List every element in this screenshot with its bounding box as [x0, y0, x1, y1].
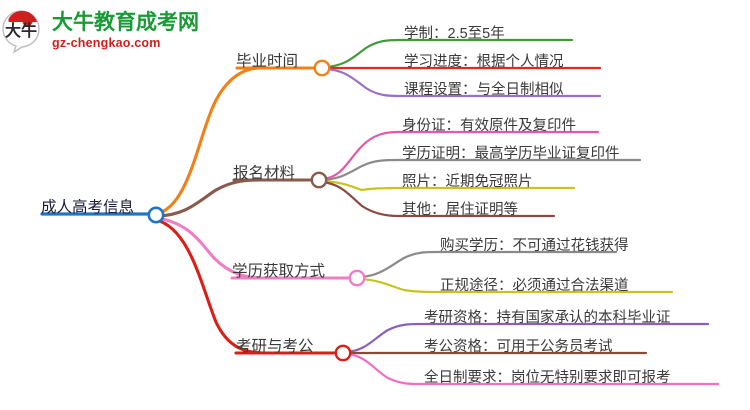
mindmap-branch-label-1[interactable]: 报名材料 [233, 165, 296, 182]
node-root[interactable] [147, 206, 165, 224]
mindmap-leaf-label-0-1[interactable]: 学习进度：根据个人情况 [404, 54, 564, 70]
connector-branch-1-child-3 [320, 180, 556, 218]
logo-text-block: 大牛教育成考网 gz-chengkao.com [52, 12, 199, 50]
mindmap-leaf-label-3-2[interactable]: 全日制要求：岗位无特别要求即可报考 [424, 370, 671, 386]
mindmap-leaf-label-1-0[interactable]: 身份证：有效原件及复印件 [402, 118, 576, 134]
connector-root-to-branch-0 [154, 66, 324, 216]
mindmap-branch-label-0[interactable]: 毕业时间 [236, 53, 299, 70]
mindmap-leaf-label-2-0[interactable]: 购买学历：不可通过花钱获得 [440, 238, 629, 254]
logo-domain: gz-chengkao.com [52, 36, 161, 51]
mindmap-branch-label-2[interactable]: 学历获取方式 [232, 263, 326, 280]
connector-branch-0-child-2 [323, 67, 602, 98]
mindmap-root-label[interactable]: 成人高考信息 [41, 199, 135, 216]
mindmap-leaf-label-3-1[interactable]: 考公资格：可用于公务员考试 [424, 339, 613, 355]
mindmap-leaf-label-3-0[interactable]: 考研资格：持有国家承认的本科毕业证 [424, 310, 671, 326]
mindmap-leaf-label-1-1[interactable]: 学历证明：最高学历毕业证复印件 [402, 146, 620, 162]
connector-branch-3-child-0 [344, 322, 710, 354]
node-branch-1[interactable] [310, 171, 328, 189]
connector-branch-2-child-0 [358, 250, 618, 279]
connector-branch-1-child-0 [320, 130, 600, 181]
svg-text:大牛: 大牛 [5, 21, 37, 40]
logo-mark-svg: 大牛 [2, 10, 40, 54]
logo-mark-icon: 大牛 [0, 8, 46, 54]
connector-branch-3-child-2 [344, 352, 720, 386]
site-logo: 大牛 大牛教育成考网 gz-chengkao.com [0, 0, 210, 62]
node-branch-2[interactable] [348, 269, 366, 287]
connector-branch-1-child-2 [320, 179, 576, 192]
connector-branch-0-child-0 [323, 38, 574, 69]
connector-branch-1-child-1 [320, 158, 642, 182]
connector-branch-2-child-1 [358, 277, 674, 294]
connector-root-to-branch-1 [154, 178, 321, 218]
mindmap-leaf-label-1-2[interactable]: 照片：近期免冠照片 [402, 174, 533, 190]
mindmap-leaf-label-2-1[interactable]: 正规途径：必须通过合法渠道 [440, 278, 629, 294]
mindmap-leaf-label-1-3[interactable]: 其他：居住证明等 [402, 202, 518, 218]
mindmap-branch-label-3[interactable]: 考研与考公 [236, 338, 314, 355]
node-branch-0[interactable] [313, 59, 331, 77]
node-branch-3[interactable] [334, 344, 352, 362]
logo-title: 大牛教育成考网 [52, 11, 199, 35]
mindmap-leaf-label-0-0[interactable]: 学制：2.5至5年 [404, 26, 505, 42]
mindmap-leaf-label-0-2[interactable]: 课程设置：与全日制相似 [404, 82, 564, 98]
